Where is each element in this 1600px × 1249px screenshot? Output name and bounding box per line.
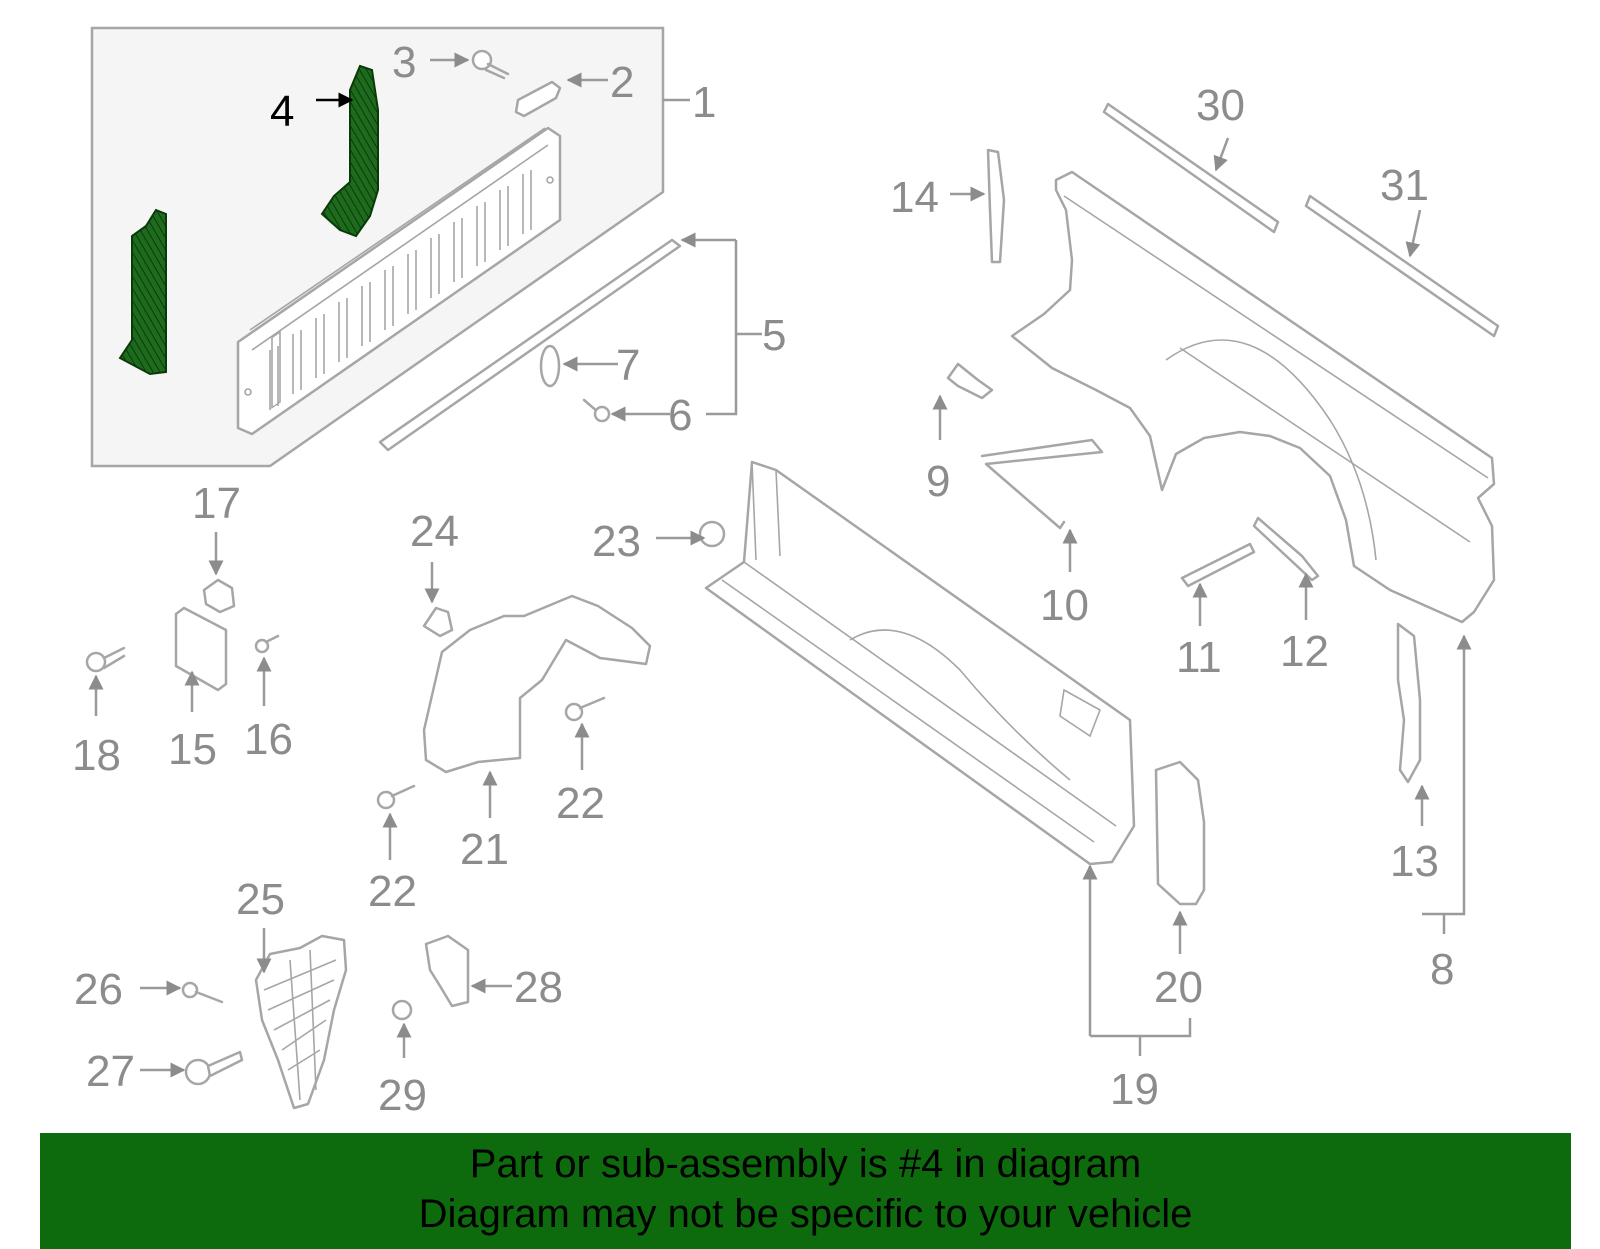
part-20-support: [1154, 760, 1206, 906]
callout-14: 14: [890, 173, 939, 222]
part-8-side-panel: [1010, 170, 1496, 624]
callout-23: 23: [592, 517, 641, 566]
callout-5: 5: [762, 311, 786, 360]
part-21-wheelhouse-liner: [422, 594, 652, 774]
callout-1: 1: [692, 78, 716, 127]
callout-27: 27: [86, 1047, 135, 1096]
callout-30: 30: [1196, 81, 1245, 130]
part-14-trim: [986, 148, 1006, 264]
part-27-push-pin: [184, 1050, 244, 1086]
part-4-highlighted-bracket: [118, 64, 379, 376]
part-30-rail: [1102, 102, 1280, 234]
callout-9: 9: [926, 457, 950, 506]
info-banner: Part or sub-assembly is #4 in diagram Di…: [40, 1133, 1571, 1249]
part-7-washer: [539, 344, 561, 388]
callout-15: 15: [168, 725, 217, 774]
part-11-strap: [1180, 542, 1256, 588]
part-15-plate: [174, 606, 228, 692]
callout-6: 6: [668, 391, 692, 440]
callout-28: 28: [514, 963, 563, 1012]
part-31-rail: [1304, 194, 1500, 338]
callout-8: 8: [1430, 945, 1454, 994]
callout-4: 4: [270, 87, 294, 136]
callout-31: 31: [1380, 161, 1429, 210]
part-12-strap: [1252, 516, 1320, 582]
callout-29: 29: [378, 1071, 427, 1120]
banner-line-disclaimer: Diagram may not be specific to your vehi…: [418, 1192, 1193, 1236]
callout-labels: 1 2 3 4 5 6 7 8 9 10 11 12 13 14 15 16 1…: [72, 38, 1454, 1120]
part-9-bracket: [946, 362, 994, 400]
part-24-clip: [422, 606, 454, 638]
callout-25: 25: [236, 875, 285, 924]
callout-13: 13: [1390, 837, 1439, 886]
callout-12: 12: [1280, 627, 1329, 676]
callout-18: 18: [72, 731, 121, 780]
part-13-reinforcement: [1396, 622, 1422, 784]
part-29-clip: [391, 999, 413, 1021]
callout-10: 10: [1040, 581, 1089, 630]
callout-20: 20: [1154, 963, 1203, 1012]
part-6-screw: [582, 398, 611, 423]
part-1-front-panel-assembly: [90, 26, 665, 468]
part-10-brace: [980, 438, 1104, 530]
callout-2: 2: [610, 58, 634, 107]
part-3-bolt: [471, 49, 510, 80]
callout-24: 24: [410, 507, 459, 556]
part-2-clip: [514, 80, 562, 118]
panel-slots: [271, 330, 281, 409]
callout-26: 26: [74, 965, 123, 1014]
callout-19: 19: [1110, 1065, 1159, 1114]
part-18-screw: [85, 646, 126, 673]
part-23-grommet: [698, 520, 726, 548]
part-28-bracket: [424, 934, 470, 1008]
callout-16: 16: [244, 715, 293, 764]
banner-line-part: Part or sub-assembly is #4 in diagram: [469, 1142, 1142, 1186]
callout-3: 3: [392, 38, 416, 87]
part-5-strip: [378, 238, 682, 452]
callout-11: 11: [1176, 633, 1222, 682]
part-25-mudflap: [254, 934, 348, 1110]
callout-17: 17: [192, 479, 241, 528]
callout-21: 21: [460, 825, 509, 874]
part-17-nut: [202, 578, 236, 614]
part-19-bed-floor: [704, 460, 1136, 866]
part-16-pin: [254, 634, 280, 654]
part-22-bolt-a: [564, 696, 606, 722]
part-22-bolt-b: [376, 784, 416, 810]
callout-7: 7: [616, 341, 640, 390]
leader-lines: [88, 52, 1472, 1078]
part-26-screw: [181, 981, 224, 1004]
callout-22-right: 22: [556, 779, 605, 828]
callout-22-left: 22: [368, 867, 417, 916]
